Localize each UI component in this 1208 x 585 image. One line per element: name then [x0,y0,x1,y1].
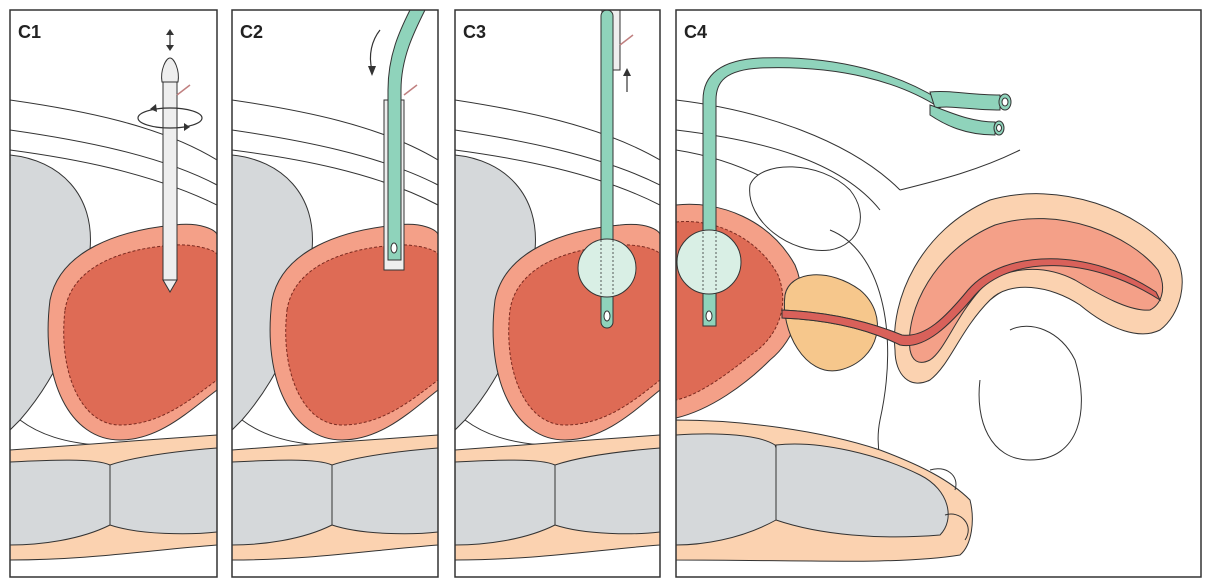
panel-c3: C3 [455,10,660,577]
panel-c1: C1 [10,10,217,577]
panel-c2: C2 [232,10,438,577]
balloon [677,230,741,294]
trocar-shaft [163,80,177,280]
panel-label-c2: C2 [240,22,263,42]
balloon [578,239,636,297]
panel-label-c3: C3 [463,22,486,42]
panel-c4: C4 [676,10,1201,577]
panel-label-c4: C4 [684,22,707,42]
panel-label-c1: C1 [18,22,41,42]
